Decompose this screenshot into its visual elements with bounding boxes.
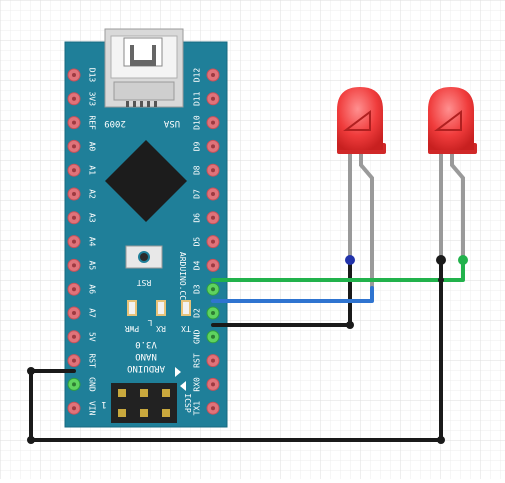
wire-joint-bend-2 — [27, 436, 35, 444]
pin-label-left: A6 — [88, 284, 97, 294]
onboard-leds — [127, 300, 191, 316]
model-label-nano: NANO — [135, 351, 157, 361]
pin-label-right: RST — [193, 353, 202, 368]
icsp-label: ICSP — [183, 393, 192, 412]
wire-joint-bend-5 — [346, 321, 354, 329]
pin-label-left: 5V — [88, 332, 97, 342]
pin-hole — [72, 311, 76, 315]
pin-hole — [72, 263, 76, 268]
wire-joint-bend-4 — [438, 277, 444, 283]
pin-hole — [211, 168, 215, 173]
pin-label-left: GND — [88, 377, 97, 392]
arduino-nano-board[interactable]: 2009 USA RST ARDUINO.CC PWR L RX TX V3.0… — [64, 28, 228, 428]
pin-hole — [211, 311, 215, 315]
pin-hole — [72, 358, 76, 363]
pin-hole — [211, 215, 215, 220]
pin-hole — [211, 239, 215, 244]
pin-hole — [72, 239, 76, 244]
year-label: 2009 — [104, 118, 126, 128]
wire-blue-d2-led1[interactable] — [211, 286, 374, 303]
pin-hole — [211, 120, 215, 125]
pin-label-right: D4 — [193, 260, 202, 270]
pin-hole — [211, 358, 215, 363]
pin-hole — [211, 96, 215, 101]
model-label-arduino: ARDUINO — [127, 363, 165, 373]
pin-label-left: A0 — [88, 142, 97, 152]
icsp-pin1-label: 1 — [101, 399, 106, 409]
reset-button[interactable] — [125, 245, 163, 269]
pin-hole — [211, 144, 215, 149]
pin-label-left: REF — [88, 115, 97, 130]
pin-hole — [211, 382, 215, 387]
pin-arrow-icon — [175, 367, 181, 377]
pin-hole — [72, 287, 76, 292]
pin-label-right: TX1 — [193, 401, 202, 416]
pin-label-right: D8 — [193, 165, 202, 175]
icsp-arrow-icon — [180, 381, 186, 391]
pin-hole — [72, 382, 76, 387]
pin-hole — [211, 192, 215, 196]
pin-hole — [72, 168, 76, 173]
led-label-pwr: PWR — [125, 324, 140, 333]
led-label-rx: RX — [156, 324, 166, 333]
usb-label: USA — [163, 118, 180, 128]
pin-hole — [211, 263, 215, 268]
wires — [27, 255, 468, 444]
pin-hole — [72, 215, 76, 220]
usb-connector — [104, 28, 184, 108]
pin-label-right: RX0 — [193, 377, 202, 392]
brand-label: ARDUINO.CC — [178, 252, 187, 300]
pin-label-right: D11 — [193, 91, 202, 106]
pin-label-left: VIN — [88, 401, 97, 416]
reset-label: RST — [137, 278, 152, 287]
pin-hole — [72, 96, 76, 101]
pin-hole — [211, 287, 215, 292]
wire-joint-blue-end — [345, 255, 355, 265]
pin-label-right: GND — [193, 329, 202, 344]
pin-label-right: D7 — [193, 189, 202, 199]
pin-label-left: A3 — [88, 213, 97, 223]
pin-label-right: D5 — [193, 237, 202, 247]
pin-label-right: D12 — [193, 68, 202, 83]
pin-label-right: D10 — [193, 115, 202, 130]
pin-hole — [72, 192, 76, 196]
wire-joint-green-end — [458, 255, 468, 265]
pin-label-left: D13 — [88, 68, 97, 83]
led-label-tx: TX — [181, 324, 191, 333]
pin-label-right: D6 — [193, 213, 202, 223]
pin-label-right: D9 — [193, 141, 202, 151]
pin-hole — [211, 73, 215, 77]
pin-label-left: A5 — [88, 261, 97, 271]
pin-label-left: A2 — [88, 189, 97, 199]
wire-joint-bend-3 — [437, 436, 445, 444]
pin-label-right: D2 — [193, 308, 202, 318]
pin-label-right: D3 — [193, 284, 202, 294]
wire-joint-led2-cathode — [436, 255, 446, 265]
pin-hole — [211, 334, 215, 339]
pin-label-left: 3V3 — [88, 92, 97, 107]
pin-hole — [72, 73, 76, 77]
icsp-header — [111, 383, 177, 423]
wire-joint-bend-1 — [27, 367, 35, 375]
wire-green-d3-led2[interactable] — [211, 256, 465, 282]
led-1[interactable] — [337, 87, 386, 290]
pin-label-left: A4 — [88, 237, 97, 247]
pin-hole — [72, 144, 76, 149]
led-2[interactable] — [428, 87, 477, 262]
pin-hole — [211, 406, 215, 411]
pin-label-left: RST — [88, 353, 97, 368]
pin-hole — [72, 120, 76, 125]
pin-hole — [72, 334, 76, 339]
pin-label-left: A7 — [88, 308, 97, 318]
led-label-l: L — [147, 318, 152, 327]
pin-hole — [72, 406, 76, 411]
version-label: V3.0 — [135, 339, 157, 349]
pin-label-left: A1 — [88, 165, 97, 175]
